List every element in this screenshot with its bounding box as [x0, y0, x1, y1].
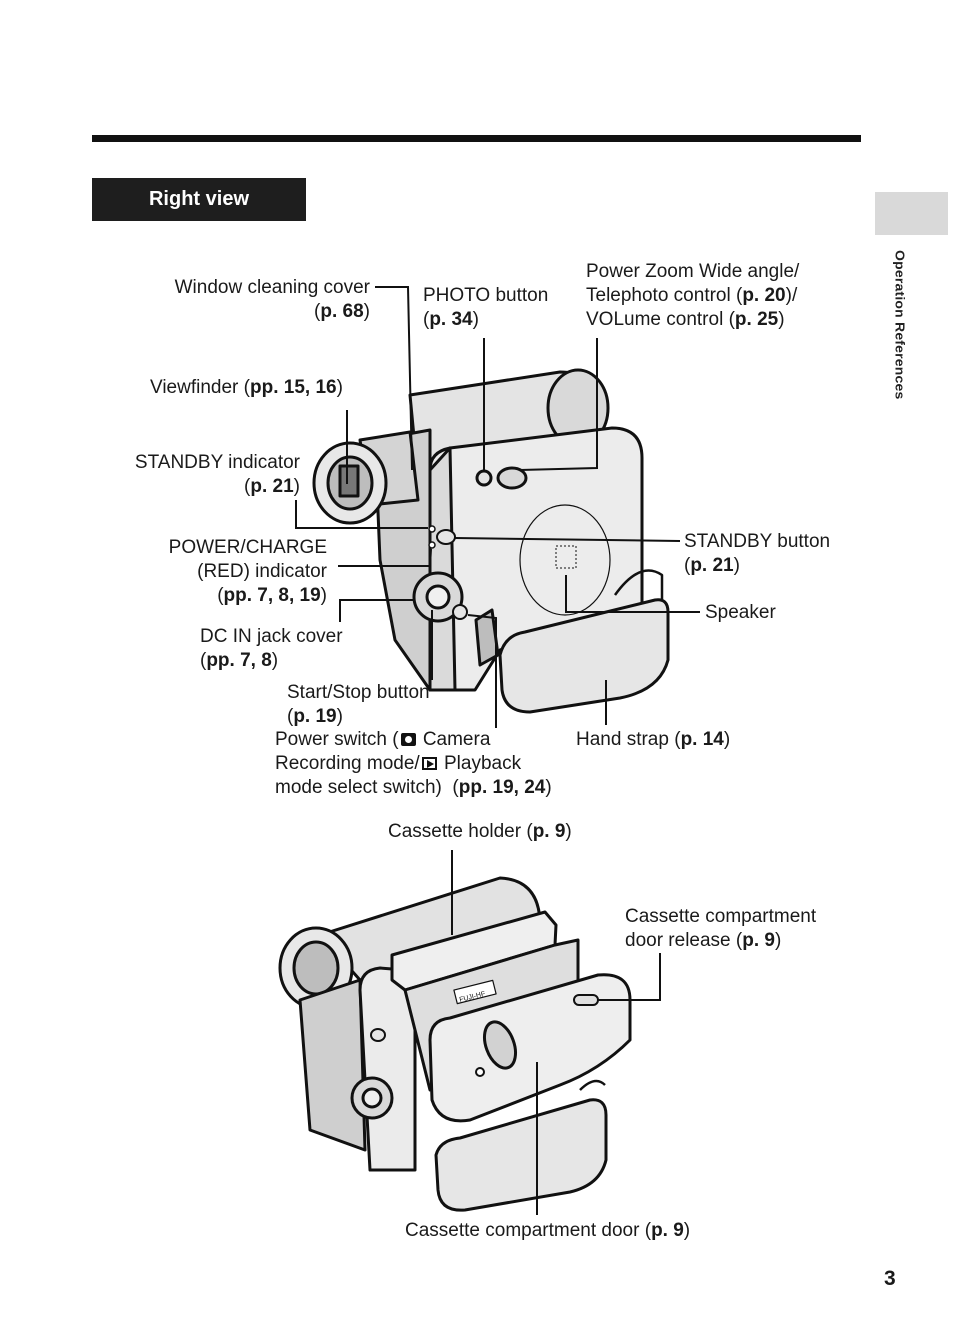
label-power-switch-camera: Camera — [422, 729, 491, 750]
playback-icon — [421, 757, 437, 770]
label-volume-prefix: VOLume control ( — [586, 309, 735, 330]
top-rule — [92, 135, 861, 142]
label-viewfinder-ref: pp. 15, 16 — [249, 377, 337, 398]
label-power-switch: Power switch ( Camera Recording mode/ Pl… — [275, 729, 552, 798]
label-dc-in-name: DC IN jack cover — [200, 626, 343, 647]
label-window-cleaning-cover-name: Window cleaning cover — [174, 277, 370, 298]
label-zoom-line1: Power Zoom Wide angle/ — [586, 261, 800, 282]
label-start-stop-ref: p. 19 — [293, 706, 337, 727]
label-power-switch-ref: pp. 19, 24 — [458, 777, 546, 798]
label-hand-strap: Hand strap (p. 14) — [576, 729, 731, 750]
label-power-switch-prefix: Power switch ( — [275, 729, 399, 750]
label-window-cleaning-cover-ref: p. 68 — [320, 301, 364, 322]
side-tab-label: Operation References — [892, 250, 907, 400]
label-cassette-holder-ref: p. 9 — [532, 821, 566, 842]
label-hand-strap-ref: p. 14 — [680, 729, 724, 750]
label-compartment-door: Cassette compartment door (p. 9) — [405, 1220, 691, 1241]
camera-icon — [400, 733, 416, 746]
label-standby-button: STANDBY button(p. 21) — [684, 531, 831, 576]
label-door-release-line1: Cassette compartment — [625, 906, 817, 927]
label-standby-button-name: STANDBY button — [684, 531, 831, 552]
label-volume-ref: p. 25 — [734, 309, 779, 330]
camcorder-right-view — [312, 368, 670, 714]
label-zoom-volume-control: Power Zoom Wide angle/ Telephoto control… — [586, 261, 800, 330]
label-standby-indicator: STANDBY indicator(p. 21) — [134, 452, 300, 497]
side-tab-marker — [875, 192, 948, 235]
label-standby-indicator-name: STANDBY indicator — [134, 452, 300, 473]
section-title: Right view — [92, 178, 306, 221]
label-power-switch-line2: Recording mode/ — [275, 753, 420, 774]
label-compartment-door-ref: p. 9 — [651, 1220, 684, 1241]
label-dc-in-ref: pp. 7, 8 — [206, 650, 272, 671]
label-door-release-line2: door release — [625, 930, 731, 951]
label-photo-button: PHOTO button(p. 34) — [423, 285, 549, 330]
label-standby-indicator-ref: p. 21 — [250, 476, 294, 497]
label-hand-strap-name: Hand strap — [576, 729, 669, 750]
label-dc-in-jack-cover: DC IN jack cover(pp. 7, 8) — [200, 626, 343, 671]
label-cassette-holder-name: Cassette holder — [388, 821, 522, 842]
label-power-charge-line2: (RED) indicator — [197, 561, 327, 582]
label-viewfinder: Viewfinder (pp. 15, 16) — [150, 377, 343, 398]
label-zoom-line2-prefix: Telephoto control ( — [586, 285, 743, 306]
label-power-charge-ref: pp. 7, 8, 19 — [223, 585, 321, 606]
label-door-release-ref: p. 9 — [742, 930, 775, 951]
label-photo-button-ref: p. 34 — [429, 309, 473, 330]
label-power-switch-playback: Playback — [443, 753, 522, 774]
label-zoom-line2-suffix: )/ — [785, 285, 798, 306]
label-window-cleaning-cover: Window cleaning cover(p. 68) — [174, 277, 370, 322]
label-cassette-holder: Cassette holder (p. 9) — [388, 821, 572, 842]
label-power-charge-indicator: POWER/CHARGE (RED) indicator(pp. 7, 8, 1… — [168, 537, 327, 606]
label-speaker: Speaker — [705, 602, 776, 623]
label-start-stop-name: Start/Stop button — [287, 682, 430, 703]
callout-leader-lines — [295, 286, 700, 1215]
page-number: 3 — [884, 1267, 896, 1290]
label-photo-button-name: PHOTO button — [423, 285, 549, 306]
camcorder-cassette-view — [278, 876, 632, 1212]
label-power-charge-line1: POWER/CHARGE — [168, 537, 327, 558]
label-compartment-door-name: Cassette compartment door — [405, 1220, 640, 1241]
label-door-release: Cassette compartment door release (p. 9) — [625, 906, 817, 951]
label-standby-button-ref: p. 21 — [690, 555, 734, 576]
label-zoom-ref: p. 20 — [742, 285, 786, 306]
label-power-switch-line3: mode select switch) — [275, 777, 442, 798]
label-start-stop-button: Start/Stop button(p. 19) — [287, 682, 430, 727]
label-viewfinder-name: Viewfinder — [150, 377, 239, 398]
